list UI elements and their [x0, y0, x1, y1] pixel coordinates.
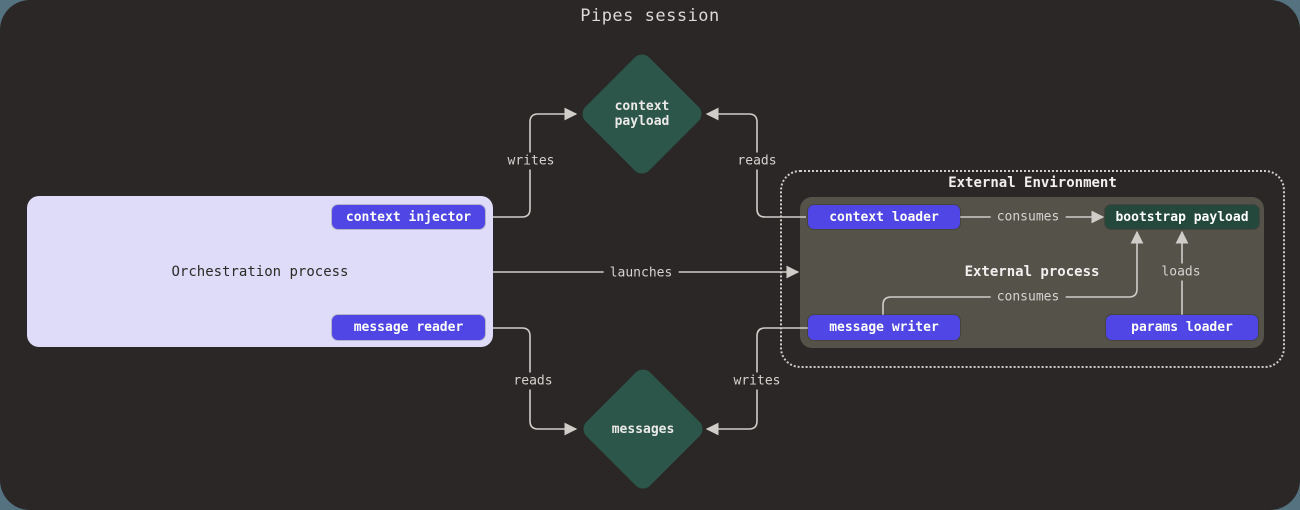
external-environment-label: External Environment: [948, 175, 1117, 191]
diagram-title: Pipes session: [580, 6, 720, 26]
bootstrap-payload-node: bootstrap payload: [1105, 205, 1259, 229]
external-environment-box: [780, 170, 1285, 368]
reads-top-edge-label: reads: [731, 152, 783, 170]
writes-top-edge-label: writes: [501, 152, 561, 170]
consumes-top-edge-label: consumes: [990, 208, 1066, 226]
message-reader-node: message reader: [332, 315, 485, 340]
context-payload-label: context payload: [614, 99, 670, 129]
context-injector-node: context injector: [332, 205, 485, 229]
messages-label: messages: [611, 421, 675, 437]
reads-bottom-edge-label: reads: [507, 372, 559, 390]
writes-bottom-edge-label: writes: [727, 372, 787, 390]
message-writer-node: message writer: [808, 315, 960, 340]
consumes-bottom-edge-label: consumes: [990, 288, 1066, 306]
launches-edge-label: launches: [603, 264, 679, 282]
context-loader-node: context loader: [808, 205, 960, 229]
loads-edge-label: loads: [1155, 263, 1207, 281]
params-loader-node: params loader: [1106, 315, 1258, 340]
orchestration-process-label: Orchestration process: [171, 264, 349, 280]
external-process-label: External process: [964, 264, 1100, 280]
